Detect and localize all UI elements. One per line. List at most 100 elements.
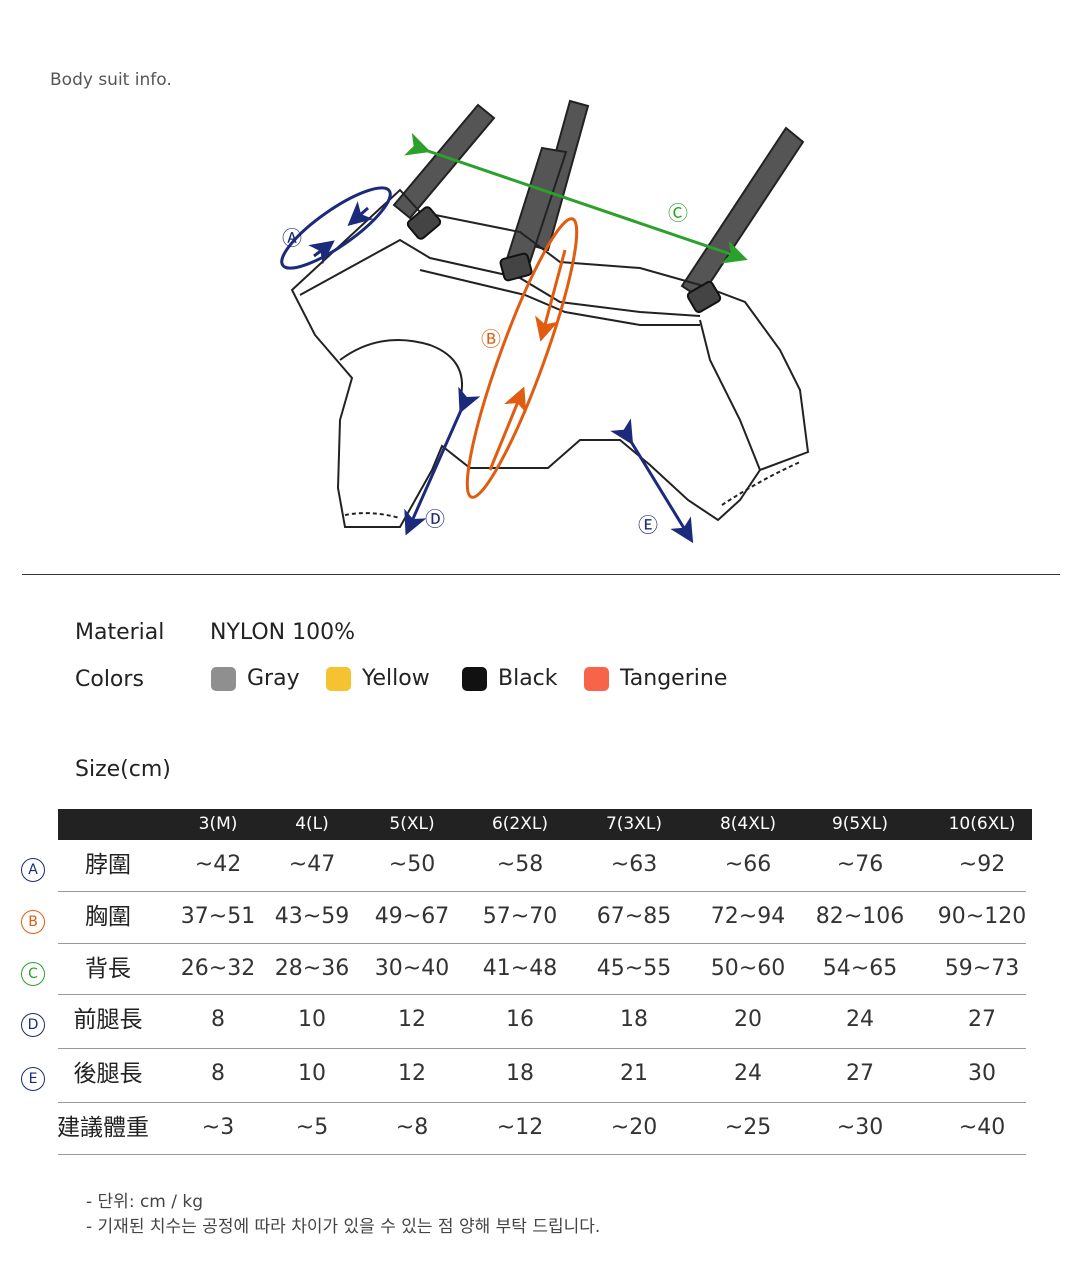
table-cell: 90~120 [937, 904, 1027, 929]
label-b: Ⓑ [481, 327, 501, 351]
color-swatch [211, 666, 236, 691]
row-divider [58, 943, 1026, 944]
table-cell: 41~48 [482, 956, 558, 981]
table-cell: 16 [506, 1007, 534, 1032]
table-cell: 72~94 [710, 904, 786, 929]
table-cell: ~92 [958, 852, 1006, 877]
table-cell: 49~67 [374, 904, 450, 929]
measure-c [404, 132, 748, 264]
row-divider [58, 1154, 1026, 1155]
color-name: Yellow [362, 666, 430, 691]
table-cell: 20 [734, 1007, 762, 1032]
label-c: Ⓒ [668, 201, 688, 225]
color-option: Black [462, 666, 558, 691]
row-marker-icon: D [21, 1013, 45, 1037]
color-name: Gray [247, 666, 300, 691]
row-divider [58, 891, 1026, 892]
table-cell: 28~36 [274, 956, 350, 981]
table-cell: 57~70 [482, 904, 558, 929]
table-cell: ~58 [496, 852, 544, 877]
table-cell: ~50 [388, 852, 436, 877]
table-cell: ~66 [724, 852, 772, 877]
color-swatch [326, 666, 351, 691]
table-cell: 10 [298, 1007, 326, 1032]
row-divider [58, 1102, 1026, 1103]
section-title: Body suit info. [50, 70, 172, 90]
table-cell: ~42 [194, 852, 242, 877]
table-cell: ~63 [610, 852, 658, 877]
table-row: 脖圍~42~47~50~58~63~66~76~92 [58, 840, 1026, 892]
table-cell: 26~32 [180, 956, 256, 981]
table-row: 背長 26~32 28~36 30~40 41~48 45~55 50~60 54~65 59~… [58, 944, 1026, 995]
label-d: Ⓓ [425, 507, 445, 531]
table-cell: 24 [734, 1061, 762, 1086]
color-option: Gray [211, 666, 300, 691]
table-cell: 50~60 [710, 956, 786, 981]
label-e: Ⓔ [638, 513, 658, 537]
material-label: Material [75, 620, 165, 645]
size-header: 10(6XL) [948, 814, 1016, 834]
row-marker-icon: E [21, 1067, 45, 1091]
table-row: 建議體重~3~5~8~12~20~25~30~40 [57, 1103, 1026, 1155]
row-label: 脖圍 [85, 852, 131, 878]
table-cell: ~3 [201, 1115, 235, 1140]
colors-label: Colors [75, 667, 144, 692]
table-cell: 21 [620, 1061, 648, 1086]
row-marker-icon: C [21, 962, 45, 986]
measure-a [280, 186, 392, 270]
table-cell: 30~40 [374, 956, 450, 981]
color-option: Yellow [326, 666, 430, 691]
table-cell: ~8 [395, 1115, 429, 1140]
size-header: 8(4XL) [719, 814, 776, 834]
table-cell: 18 [620, 1007, 648, 1032]
table-cell: 8 [211, 1007, 225, 1032]
size-header: 6(2XL) [491, 814, 548, 834]
label-a: Ⓐ [282, 226, 302, 250]
size-header: 7(3XL) [605, 814, 662, 834]
table-cell: 12 [398, 1061, 426, 1086]
table-cell: ~40 [958, 1115, 1006, 1140]
row-label: 後腿長 [73, 1061, 143, 1087]
table-cell: 54~65 [822, 956, 898, 981]
table-cell: 8 [211, 1061, 225, 1086]
table-cell: 59~73 [944, 956, 1020, 981]
table-cell: 10 [298, 1061, 326, 1086]
size-header: 4(L) [295, 814, 329, 834]
table-cell: 24 [846, 1007, 874, 1032]
strap-icon [392, 99, 805, 300]
row-label: 胸圍 [85, 904, 131, 930]
row-marker-icon: A [21, 858, 45, 882]
table-cell: 27 [846, 1061, 874, 1086]
measure-d [404, 386, 481, 536]
note-unit: - 단위: cm / kg [86, 1192, 204, 1212]
row-marker-icon: B [21, 910, 45, 934]
table-cell: 43~59 [274, 904, 350, 929]
table-row: 胸圍 37~51 43~59 49~67 57~70 67~85 72~94 82~106 90… [58, 892, 1026, 944]
bodysuit-diagram: Ⓐ Ⓑ Ⓒ Ⓓ Ⓔ [280, 99, 810, 544]
table-cell: 37~51 [180, 904, 256, 929]
table-cell: 82~106 [815, 904, 905, 929]
table-cell: ~30 [836, 1115, 884, 1140]
table-cell: ~5 [295, 1115, 329, 1140]
size-header: 9(5XL) [831, 814, 888, 834]
table-cell: ~25 [724, 1115, 772, 1140]
row-label: 建議體重 [57, 1115, 149, 1141]
table-cell: 30 [968, 1061, 996, 1086]
material-value: NYLON 100% [210, 620, 356, 645]
size-label: Size(cm) [75, 757, 171, 782]
row-label: 背長 [85, 956, 131, 982]
table-cell: 45~55 [596, 956, 672, 981]
note-disclaimer: - 기재된 치수는 공정에 따라 차이가 있을 수 있는 점 양해 부탁 드립니… [86, 1217, 601, 1237]
row-divider [58, 994, 1026, 995]
section-divider [22, 574, 1060, 575]
row-label: 前腿長 [73, 1007, 143, 1033]
color-name: Black [498, 666, 558, 691]
size-header: 5(XL) [389, 814, 435, 834]
table-cell: ~76 [836, 852, 884, 877]
color-option: Tangerine [584, 666, 727, 691]
color-swatch [462, 666, 487, 691]
table-cell: ~12 [496, 1115, 544, 1140]
table-cell: 67~85 [596, 904, 672, 929]
table-cell: 27 [968, 1007, 996, 1032]
